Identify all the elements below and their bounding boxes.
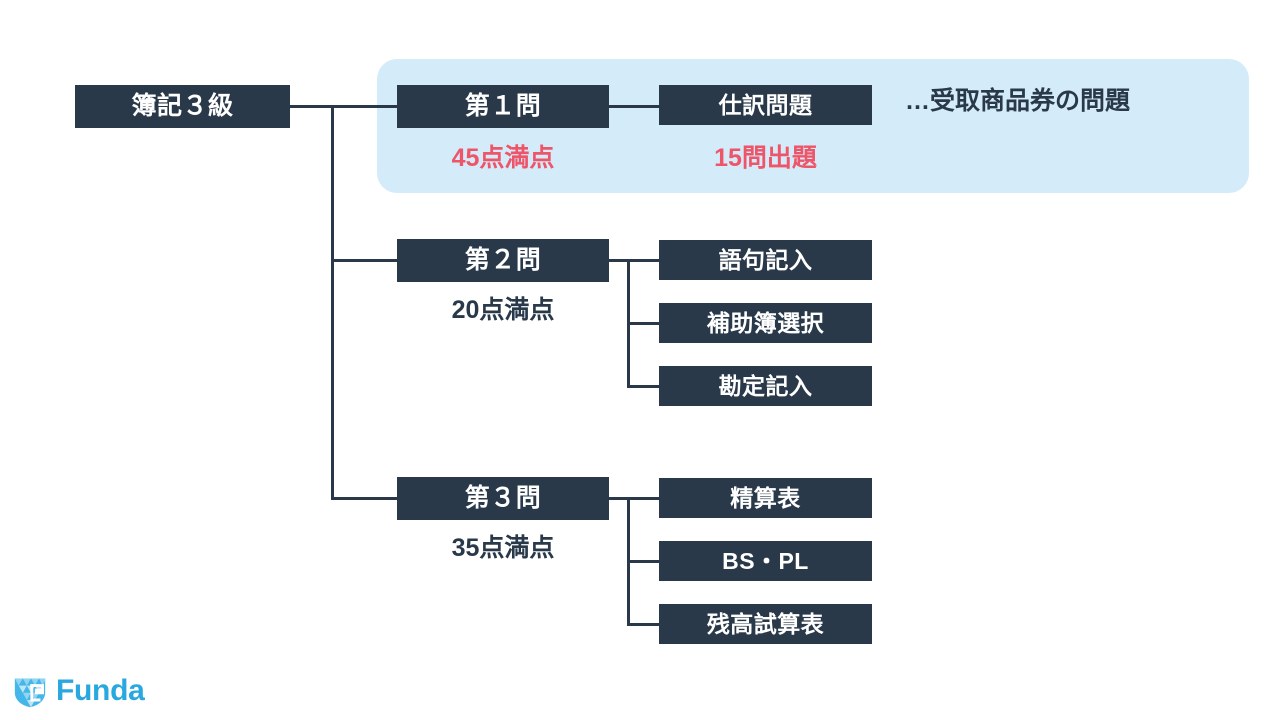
connector-trunk-to-question3 <box>331 497 398 500</box>
connector-question2-stub <box>608 259 630 262</box>
connector-trunk-vertical <box>331 105 334 500</box>
gem-icon <box>14 678 46 708</box>
question3-item-trial-balance: 残高試算表 <box>659 604 872 644</box>
question3-item-bs-pl: BS・PL <box>659 541 872 581</box>
connector-question3-to-item2 <box>627 560 660 563</box>
connector-question2-to-item2 <box>627 322 660 325</box>
connector-trunk-to-question1 <box>290 105 398 108</box>
question2-item-word-fill: 語句記入 <box>659 240 872 280</box>
connector-trunk-to-question2 <box>331 259 398 262</box>
connector-question2-to-item3 <box>627 385 660 388</box>
brand-name: Funda <box>56 674 145 707</box>
connector-question1-to-item1 <box>608 105 660 108</box>
question3-item-worksheet: 精算表 <box>659 478 872 518</box>
connector-question3-stub <box>608 497 630 500</box>
connector-question3-to-item3 <box>627 623 660 626</box>
question2-item-subsidiary-ledger-choice: 補助簿選択 <box>659 303 872 343</box>
question1-annotation: …受取商品券の問題 <box>905 87 1131 115</box>
brand-logo: Funda <box>12 673 145 709</box>
question2-item-account-entry: 勘定記入 <box>659 366 872 406</box>
root-node-bookkeeping-level3: 簿記３級 <box>75 85 290 128</box>
connector-question2-to-item1 <box>627 259 660 262</box>
question2-node: 第２問 <box>397 239 609 282</box>
question1-node: 第１問 <box>397 85 609 128</box>
question2-points-caption: 20点満点 <box>451 296 555 324</box>
question3-node: 第３問 <box>397 477 609 520</box>
question3-points-caption: 35点満点 <box>451 534 555 562</box>
question1-points-caption: 45点満点 <box>451 144 555 172</box>
question1-item-journal-entry: 仕訳問題 <box>659 85 872 125</box>
connector-question3-to-item1 <box>627 497 660 500</box>
question1-item-journal-entry-note: 15問出題 <box>714 144 817 172</box>
